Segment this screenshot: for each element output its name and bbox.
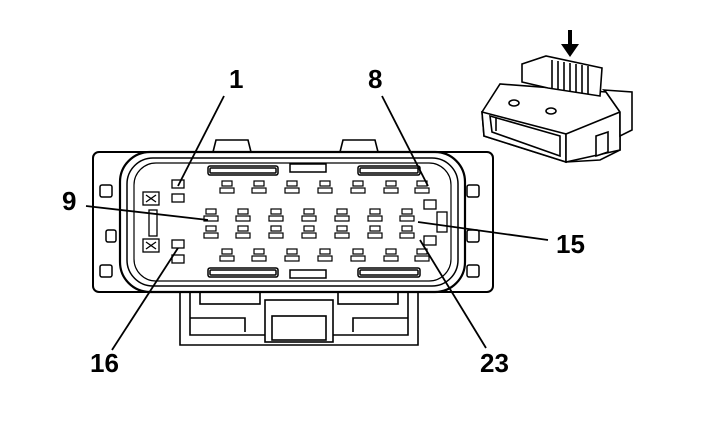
leader-pin-16 (111, 247, 179, 351)
pin-cavity-row2-4-latch (301, 215, 317, 222)
pin-cavity-row2-2 (237, 208, 249, 215)
pin-cavity-row3-4-latch (301, 232, 317, 239)
pin-cavity-row2-1 (205, 208, 217, 215)
pin-cavity-row1-3-latch (284, 187, 300, 194)
pin-cavity-row4-5-latch (350, 255, 366, 262)
pin-cavity-row3-1-latch (203, 232, 219, 239)
pin-label-23: 23 (480, 348, 509, 378)
pin-cavity-row1-2-latch (251, 187, 267, 194)
pin-label-9: 9 (62, 186, 76, 216)
pin-cavity-row3-5 (336, 225, 348, 232)
pin-cavity-row2-3-latch (268, 215, 284, 222)
pin-label-8: 8 (368, 64, 382, 94)
pin-cavity-row1-5-latch (350, 187, 366, 194)
pin-label-16: 16 (90, 348, 119, 378)
leader-pin-15 (417, 221, 549, 241)
pin-cavity-row1-7-latch (414, 187, 430, 194)
pin-cavity-row2-4 (303, 208, 315, 215)
pin-cavity-row4-7-latch (414, 255, 430, 262)
pin-cavity-row1-6 (385, 180, 397, 187)
leader-pin-9 (85, 205, 209, 221)
pin-cavity-row2-1-latch (203, 215, 219, 222)
pin-cavity-row1-3 (286, 180, 298, 187)
pin-cavity-row4-1-latch (219, 255, 235, 262)
pin-cavity-row4-4 (319, 248, 331, 255)
pin-cavity-row2-5 (336, 208, 348, 215)
pin-cavity-row3-6 (369, 225, 381, 232)
pin-cavity-row3-1 (205, 225, 217, 232)
pin-cavity-row1-1 (221, 180, 233, 187)
pin-cavity-row3-7 (401, 225, 413, 232)
pin-cavity-row4-1 (221, 248, 233, 255)
pin-cavity-row3-3-latch (268, 232, 284, 239)
pin-cavity-row1-4-latch (317, 187, 333, 194)
pin-cavity-row1-2 (253, 180, 265, 187)
bottom-slots (207, 267, 421, 279)
pin-cavity-row4-2-latch (251, 255, 267, 262)
pin-cavity-row3-4 (303, 225, 315, 232)
left-keying (142, 179, 185, 264)
pin-cavity-row2-6 (369, 208, 381, 215)
pin-label-15: 15 (556, 229, 585, 259)
connector-front-view (92, 139, 494, 346)
leader-pin-8 (381, 95, 429, 187)
pin-cavity-row4-6-latch (383, 255, 399, 262)
pin-cavity-row3-7-latch (399, 232, 415, 239)
pin-cavity-row1-4 (319, 180, 331, 187)
pin-cavity-row3-5-latch (334, 232, 350, 239)
right-keying (423, 199, 448, 246)
pin-cavity-row2-7 (401, 208, 413, 215)
pin-cavity-row1-1-latch (219, 187, 235, 194)
leader-lines (85, 95, 549, 351)
pin-cavity-row3-2 (237, 225, 249, 232)
pin-cavities (203, 180, 430, 262)
pin-label-1: 1 (229, 64, 243, 94)
pin-cavity-row4-3-latch (284, 255, 300, 262)
pin-cavity-row2-7-latch (399, 215, 415, 222)
bottom-latch (179, 284, 419, 346)
pin-cavity-row2-6-latch (367, 215, 383, 222)
leader-pin-1 (177, 95, 225, 187)
pin-cavity-row2-3 (270, 208, 282, 215)
pin-cavity-row3-3 (270, 225, 282, 232)
pin-cavity-row4-3 (286, 248, 298, 255)
leader-pin-23 (419, 239, 487, 349)
pin-cavity-row4-5 (352, 248, 364, 255)
pin-cavity-row3-2-latch (235, 232, 251, 239)
pin-cavity-row3-6-latch (367, 232, 383, 239)
pin-cavity-row2-2-latch (235, 215, 251, 222)
pin-cavity-row2-5-latch (334, 215, 350, 222)
top-slots (207, 163, 421, 176)
pin-cavity-row1-5 (352, 180, 364, 187)
connector-perspective-view (481, 30, 633, 164)
pin-cavity-row4-4-latch (317, 255, 333, 262)
insertion-arrow-icon (561, 30, 579, 57)
pin-cavity-row4-6 (385, 248, 397, 255)
pin-cavity-row4-2 (253, 248, 265, 255)
pin-cavity-row1-6-latch (383, 187, 399, 194)
